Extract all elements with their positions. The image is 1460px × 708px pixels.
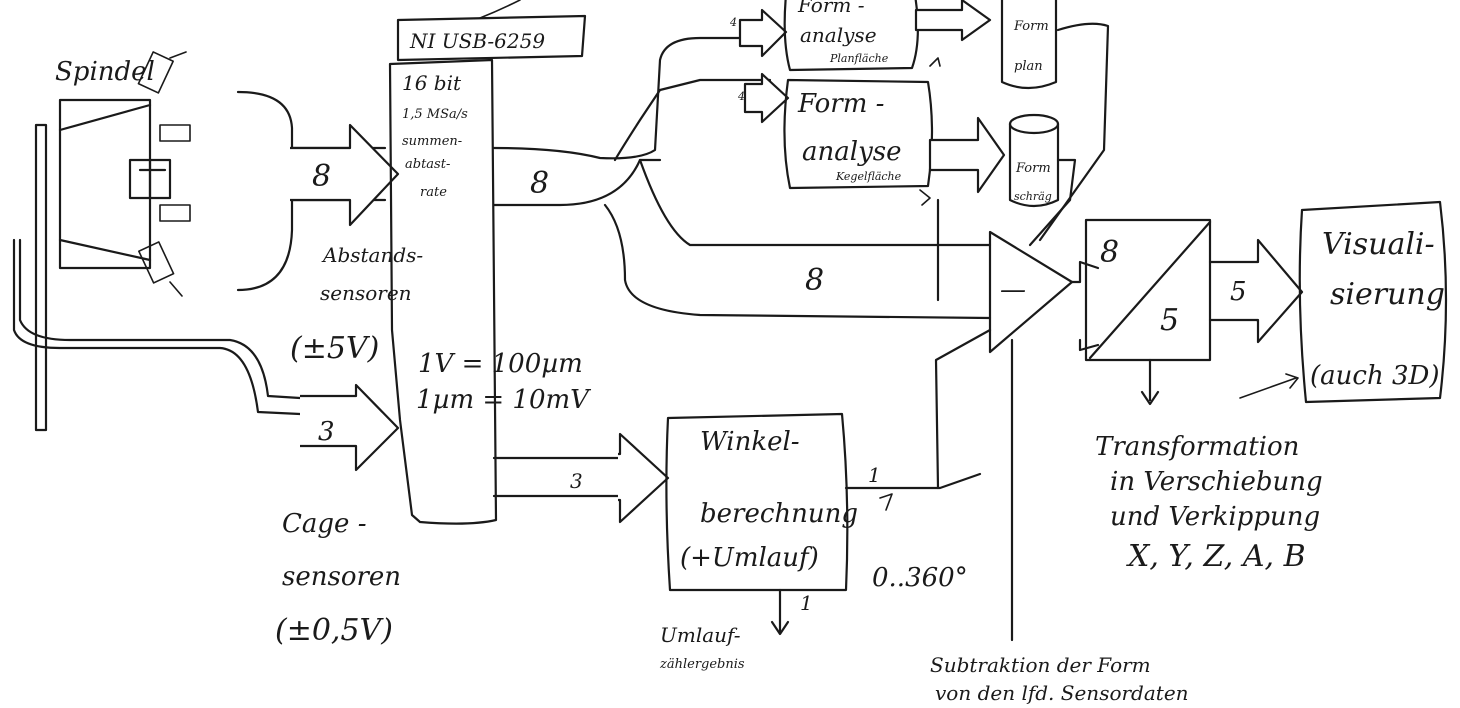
form-bottom-count: 4 [737, 90, 745, 103]
form-plane-note: Planfläche [829, 52, 889, 65]
form-top-count: 4 [729, 16, 737, 29]
transform-caption-line-1: Transformation [1095, 432, 1299, 462]
visualization-text: Visuali- sierung (auch 3D) [1310, 227, 1445, 391]
form-analysis-plane-text: Form - analyse Planfläche [797, 0, 889, 65]
scaling-note: 1V = 100µm 1µm = 10mV [416, 349, 591, 415]
store-plane-line-2: plan [1014, 59, 1043, 74]
angle-range: 0..360° [872, 563, 968, 593]
daq-output-wires [494, 38, 990, 318]
transform-in-count: 8 [1100, 235, 1119, 270]
form-cone-title-1: Form - [797, 89, 884, 119]
scaling-line-2: 1µm = 10mV [416, 385, 591, 415]
store-cone: Form schräg [1010, 115, 1058, 206]
visualization-input-arrow [1240, 374, 1298, 398]
daq-spec-line-3: summen- [402, 134, 462, 149]
angle-input-count: 3 [570, 469, 583, 493]
store-feedback-wires [920, 24, 1108, 245]
angle-calc-text: Winkel- berechnung (+Umlauf) [680, 427, 858, 573]
daq-to-angle-wires [494, 458, 620, 496]
scaling-line-1: 1V = 100µm [418, 349, 583, 379]
revolution-line-2: zählergebnis [659, 657, 745, 672]
angle-calc-line-1: Winkel- [700, 427, 800, 457]
distance-channel-count: 8 [312, 159, 331, 194]
transform-to-vis-arrow [1256, 240, 1302, 342]
transform-caption-line-2: in Verschiebung [1110, 467, 1323, 497]
daq-to-form-count: 8 [530, 166, 549, 201]
daq-spec-line-5: rate [420, 185, 447, 200]
distance-sensors-label: Abstands- sensoren (±5V) [290, 243, 423, 366]
subtract-caption-line-1: Subtraktion der Form [930, 653, 1151, 677]
transform-caption: Transformation in Verschiebung und Verki… [1095, 432, 1323, 574]
angle-calc-line-3: (+Umlauf) [680, 543, 819, 573]
form-plane-title-1: Form - [797, 0, 865, 17]
revolution-output: 1 Umlauf- zählergebnis [659, 590, 813, 672]
cage-sensors-line-2: sensoren [282, 562, 401, 592]
distance-sensors-line-3: (±5V) [290, 331, 379, 366]
plane-to-store-arrow [916, 0, 990, 40]
cage-sensors-line-1: Cage - [282, 509, 366, 539]
cage-channel-count: 3 [318, 417, 335, 447]
daq-spec-line-2: 1,5 MSa/s [402, 107, 468, 122]
store-cone-line-2: schräg [1014, 190, 1052, 203]
spindle-label: Spindel [55, 57, 155, 87]
distance-sensor-arrow [290, 125, 398, 225]
daq-spec-line-1: 16 bit [402, 71, 462, 95]
store-cone-line-1: Form [1015, 161, 1051, 176]
daq-to-subtract-count: 8 [805, 263, 824, 298]
daq-device-label: NI USB-6259 [398, 0, 585, 60]
form-cone-title-2: analyse [802, 137, 901, 167]
form-bottom-arrow [745, 74, 788, 122]
angle-output-count: 1 [868, 463, 881, 487]
vis-channel-count: 5 [1230, 277, 1247, 307]
daq-spec-line-4: abtast- [405, 157, 450, 172]
distance-sensors-line-1: Abstands- [321, 243, 423, 267]
visualization-line-3: (auch 3D) [1310, 361, 1440, 391]
daq-device-name: NI USB-6259 [409, 29, 545, 53]
cone-to-store-arrow [930, 118, 1004, 192]
store-plane-line-1: Form [1013, 19, 1049, 34]
cage-sensor-arrow [300, 385, 398, 470]
transform-caption-line-4: X, Y, Z, A, B [1126, 539, 1306, 574]
cage-sensors-line-3: (±0,5V) [275, 613, 393, 648]
transform-out-count: 5 [1160, 303, 1179, 338]
spindle-drawing [36, 52, 190, 430]
form-top-arrow [740, 10, 786, 56]
daq-specs: 16 bit 1,5 MSa/s summen- abtast- rate [402, 71, 468, 200]
store-plane: Form plan [1002, 0, 1056, 88]
subtract-caption-line-2: von den lfd. Sensordaten [935, 681, 1189, 705]
transform-caption-pointer [1142, 360, 1158, 404]
cage-sensors-label: Cage - sensoren (±0,5V) [275, 509, 401, 648]
form-plane-title-2: analyse [800, 23, 877, 47]
form-analysis-cone-text: Form - analyse Kegelfläche [797, 89, 902, 183]
form-cone-note: Kegelfläche [835, 170, 902, 183]
revolution-value: 1 [800, 591, 813, 615]
angle-input-arrow [618, 434, 668, 522]
distance-sensors-line-2: sensoren [320, 281, 412, 305]
visualization-line-2: sierung [1330, 277, 1445, 312]
transform-caption-line-3: und Verkippung [1110, 502, 1320, 532]
subtract-symbol: — [1000, 275, 1026, 305]
visualization-line-1: Visuali- [1322, 227, 1435, 262]
revolution-line-1: Umlauf- [660, 623, 741, 647]
cage-sensor-wires [14, 240, 300, 414]
subtract-caption: Subtraktion der Form von den lfd. Sensor… [930, 653, 1189, 705]
angle-calc-line-2: berechnung [700, 499, 858, 529]
